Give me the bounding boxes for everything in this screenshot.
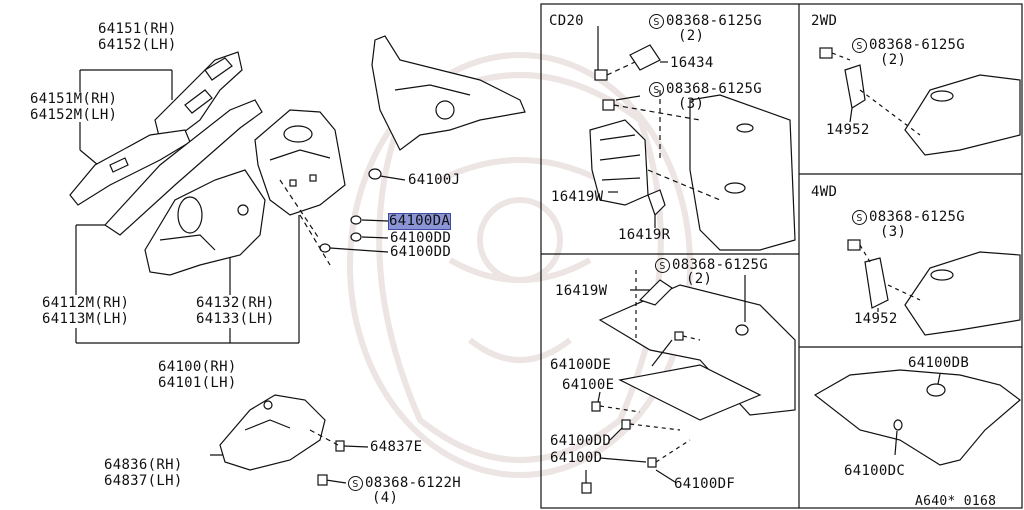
leader-lines-left [75, 69, 406, 484]
screw-symbol-icon: S [852, 210, 867, 225]
cd20-guides [606, 61, 721, 201]
label-cd20-bolt-a-qty: (2) [678, 28, 705, 44]
detail-frame [540, 3, 1023, 509]
2wd-guides [831, 52, 921, 136]
label-64133-lh[interactable]: 64133(LH) [196, 311, 275, 327]
label-64100dd-upper[interactable]: 64100DD [390, 230, 452, 246]
part-strut-tower-64100 [254, 109, 346, 216]
label-64100da-highlighted[interactable]: 64100DA [388, 213, 452, 230]
label-2wd-bolt-qty: (2) [880, 52, 907, 68]
label-16434[interactable]: 16434 [670, 55, 714, 71]
lower-box-guides [599, 270, 701, 463]
label-64100dc[interactable]: 64100DC [844, 463, 906, 479]
cd20-title: CD20 [549, 13, 584, 29]
label-64113m-lh[interactable]: 64113M(LH) [42, 311, 130, 327]
label-64151-rh[interactable]: 64151(RH) [98, 21, 177, 37]
bolt-08368-6122h [317, 474, 328, 486]
label-64100df[interactable]: 64100DF [674, 476, 736, 492]
label-64836-rh[interactable]: 64836(RH) [104, 457, 183, 473]
label-4wd-14952[interactable]: 14952 [854, 311, 898, 327]
db-artwork [813, 369, 1021, 466]
dashed-guides-left [279, 179, 339, 446]
label-64100j[interactable]: 64100J [408, 172, 461, 188]
screw-symbol-icon: S [649, 14, 664, 29]
bolt-64837e [335, 440, 345, 452]
clip-64100da [350, 215, 362, 225]
label-64100e[interactable]: 64100E [562, 377, 615, 393]
label-2wd-14952[interactable]: 14952 [826, 122, 870, 138]
label-64837-lh[interactable]: 64837(LH) [104, 473, 183, 489]
label-64152-lh[interactable]: 64152(LH) [98, 37, 177, 53]
label-16419r[interactable]: 16419R [618, 227, 671, 243]
lower-box-artwork [581, 279, 796, 494]
label-4wd-bolt-qty: (3) [880, 224, 907, 240]
4wd-artwork [847, 239, 1021, 336]
label-lower-bolt-qty: (2) [686, 271, 713, 287]
label-cd20-bolt-b-qty: (3) [678, 96, 705, 112]
lower-bolt-text: 08368-6125G [672, 257, 769, 273]
label-64101-lh[interactable]: 64101(LH) [158, 375, 237, 391]
part-housing-64132 [144, 169, 266, 276]
part-rail-64112m [104, 99, 263, 236]
4wd-bolt-text: 08368-6125G [869, 209, 966, 225]
cd20-artwork [589, 44, 796, 251]
2wd-bolt-text: 08368-6125G [869, 37, 966, 53]
2wd-title: 2WD [811, 13, 838, 29]
screw-symbol-icon: S [852, 38, 867, 53]
label-bolt-08368-6122h-qty: (4) [372, 490, 399, 506]
db-leaders [894, 373, 941, 456]
4wd-guides [859, 244, 921, 301]
cd20-bolt-b-text: 08368-6125G [666, 81, 763, 97]
watermark-logo [347, 52, 693, 478]
cd20-bolt-a-text: 08368-6125G [666, 13, 763, 29]
label-lower-16419w[interactable]: 16419W [555, 283, 608, 299]
label-64837e[interactable]: 64837E [370, 439, 423, 455]
2wd-artwork [819, 47, 1021, 156]
2wd-leaders [849, 107, 853, 123]
part-firewall-panel [371, 35, 526, 151]
clip-64100dd [319, 232, 362, 253]
4wd-title: 4WD [811, 184, 838, 200]
label-64112m-rh[interactable]: 64112M(RH) [42, 295, 130, 311]
label-64100dd-lower-box[interactable]: 64100DD [550, 433, 612, 449]
figure-code: A640* 0168 [915, 494, 997, 509]
clip-64100j [368, 168, 382, 180]
label-64100-rh[interactable]: 64100(RH) [158, 359, 237, 375]
part-bracket-64836 [219, 394, 326, 471]
screw-symbol-icon: S [348, 476, 363, 491]
bolt-08368-6122h-text: 08368-6122H [365, 475, 462, 491]
label-cd20-16419w[interactable]: 16419W [551, 189, 604, 205]
label-64151m-rh[interactable]: 64151M(RH) [30, 91, 118, 107]
screw-symbol-icon: S [649, 82, 664, 97]
lower-box-leaders [585, 275, 746, 483]
cd20-leaders [597, 26, 668, 228]
label-64100de[interactable]: 64100DE [550, 357, 612, 373]
label-64132-rh[interactable]: 64132(RH) [196, 295, 275, 311]
label-64152m-lh[interactable]: 64152M(LH) [30, 107, 118, 123]
label-64100d[interactable]: 64100D [550, 450, 603, 466]
part-rail-64151 [154, 51, 243, 141]
screw-symbol-icon: S [655, 258, 670, 273]
label-64100dd-lower[interactable]: 64100DD [390, 244, 452, 260]
label-64100db[interactable]: 64100DB [908, 355, 970, 371]
